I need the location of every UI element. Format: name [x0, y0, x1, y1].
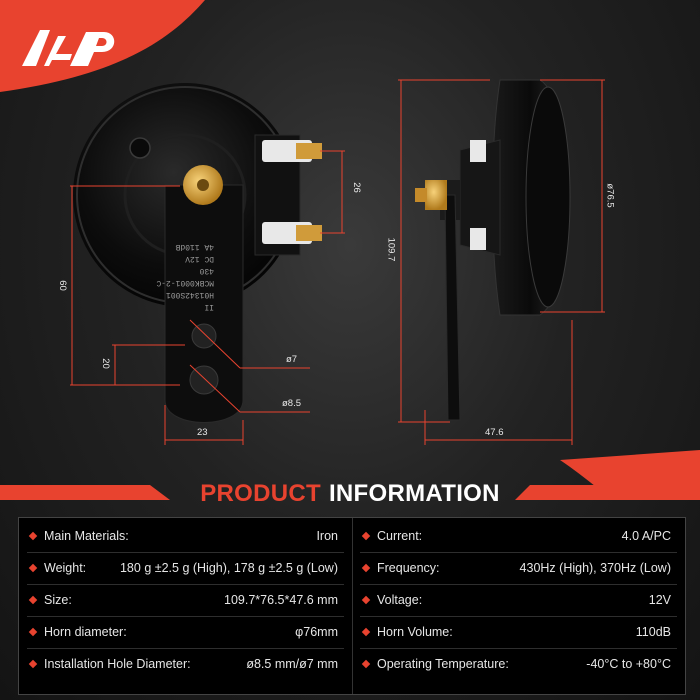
bullet-icon [28, 531, 38, 541]
spec-value: Iron [316, 529, 338, 543]
spec-label: Installation Hole Diameter: [44, 657, 191, 671]
spec-column-right: Current: 4.0 A/PC Frequency: 430Hz (High… [352, 518, 685, 694]
bullet-icon [28, 627, 38, 637]
spec-row-temperature: Operating Temperature: -40°C to +80°C [352, 648, 685, 680]
spec-value: 109.7*76.5*47.6 mm [224, 593, 338, 607]
dim-hole-large: ø8.5 [282, 398, 302, 409]
bullet-icon [361, 627, 371, 637]
spec-row-voltage: Voltage: 12V [352, 584, 685, 616]
svg-text:430: 430 [199, 266, 214, 275]
svg-text:MCBK0001-2-C: MCBK0001-2-C [156, 278, 214, 287]
bullet-icon [361, 595, 371, 605]
accent-line-right [515, 485, 700, 500]
bullet-icon [361, 659, 371, 669]
spec-row-material: Main Materials: Iron [19, 520, 352, 552]
spec-label: Horn Volume: [377, 625, 453, 639]
bullet-icon [28, 563, 38, 573]
bullet-icon [361, 563, 371, 573]
dim-bracket-width: 23 [197, 427, 208, 438]
dim-bracket-length: 60 [56, 280, 68, 291]
spec-label: Size: [44, 593, 72, 607]
side-dimension-lines [398, 79, 605, 445]
spec-table: Main Materials: Iron Weight: 180 g ±2.5 … [18, 517, 686, 695]
dim-height: 109.7 [385, 237, 397, 262]
spec-label: Voltage: [377, 593, 423, 607]
spec-row-weight: Weight: 180 g ±2.5 g (High), 178 g ±2.5 … [19, 552, 352, 584]
horn-side-view [415, 79, 571, 421]
dim-hole-spacing: 20 [99, 358, 111, 369]
spec-row-horn-diameter: Horn diameter: φ76mm [19, 616, 352, 648]
spec-value: 12V [648, 593, 671, 607]
section-title-part2: INFORMATION [328, 480, 500, 507]
section-title-part1: PRODUCT [200, 480, 321, 507]
brand-logo [22, 30, 115, 66]
bullet-icon [28, 659, 38, 669]
spec-row-current: Current: 4.0 A/PC [352, 520, 685, 552]
bullet-icon [28, 595, 38, 605]
svg-text:4A 110dB: 4A 110dB [175, 242, 214, 251]
spec-value: ø8.5 mm/ø7 mm [246, 657, 338, 671]
spec-value: -40°C to +80°C [586, 657, 671, 671]
horn-front-view [73, 83, 322, 423]
accent-line-left [0, 485, 170, 500]
spec-value: 4.0 A/PC [621, 529, 671, 543]
spec-label: Operating Temperature: [377, 657, 509, 671]
spec-column-left: Main Materials: Iron Weight: 180 g ±2.5 … [19, 518, 353, 694]
spec-row-hole-diameter: Installation Hole Diameter: ø8.5 mm/ø7 m… [19, 648, 352, 680]
spec-value: φ76mm [295, 625, 338, 639]
spec-label: Frequency: [377, 561, 440, 575]
spec-label: Main Materials: [44, 529, 129, 543]
dim-hole-small: ø7 [286, 354, 298, 365]
spec-row-horn-volume: Horn Volume: 110dB [352, 616, 685, 648]
dim-diameter: ø76.5 [604, 183, 616, 208]
svg-text:DC 12V: DC 12V [185, 254, 214, 263]
horn-label-text: 4A 110dB DC 12V 430 MCBK0001-2-C H01342S… [156, 242, 214, 311]
svg-text:H01342S001: H01342S001 [166, 290, 214, 299]
section-title: PRODUCT INFORMATION [0, 474, 700, 514]
spec-value: 180 g ±2.5 g (High), 178 g ±2.5 g (Low) [119, 561, 338, 575]
front-dimension-lines [70, 150, 345, 445]
spec-label: Weight: [44, 561, 87, 575]
spec-value: 110dB [635, 625, 671, 639]
dim-depth: 47.6 [485, 427, 504, 438]
bullet-icon [361, 531, 371, 541]
spec-label: Horn diameter: [44, 625, 127, 639]
spec-value: 430Hz (High), 370Hz (Low) [519, 561, 671, 575]
dim-terminal-spacing: 26 [350, 182, 362, 193]
svg-text:II: II [204, 302, 214, 311]
spec-label: Current: [377, 529, 423, 543]
spec-row-frequency: Frequency: 430Hz (High), 370Hz (Low) [352, 552, 685, 584]
spec-row-size: Size: 109.7*76.5*47.6 mm [19, 584, 352, 616]
accent-shape-right [560, 450, 700, 490]
